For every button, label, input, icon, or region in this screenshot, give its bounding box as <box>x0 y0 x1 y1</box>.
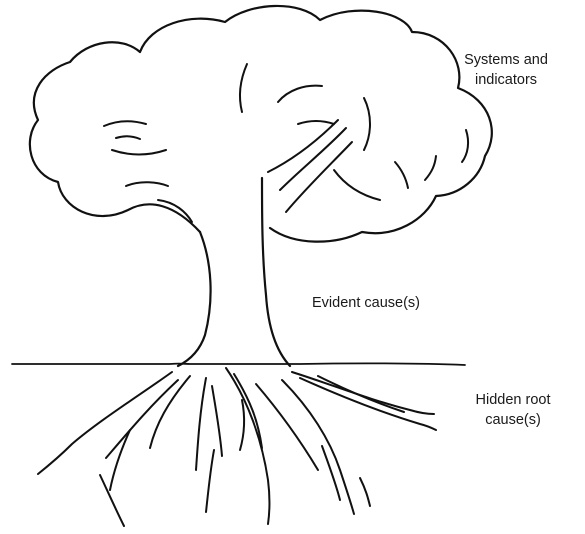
root-16 <box>300 378 436 430</box>
root-17 <box>318 376 404 412</box>
root-15 <box>292 372 434 414</box>
canopy-stroke-left-2 <box>116 136 140 139</box>
systems-and-indicators-label: Systems and indicators <box>445 50 567 90</box>
root-18 <box>240 400 244 450</box>
canopy-stroke-left-1 <box>104 121 146 126</box>
ground-line <box>12 363 465 365</box>
root-6 <box>196 378 206 470</box>
tree-canopy-outline <box>30 6 492 242</box>
root-13 <box>322 446 340 500</box>
trunk-branch-stroke-3 <box>286 142 352 212</box>
root-14 <box>360 478 370 506</box>
systems-label-line-2: indicators <box>445 70 567 90</box>
canopy-stroke-right-2 <box>298 121 334 124</box>
canopy-stroke-left-3 <box>112 150 166 155</box>
systems-label-line-1: Systems and <box>445 50 567 70</box>
canopy-stroke-center-1 <box>240 64 247 112</box>
evident-causes-label: Evident cause(s) <box>312 293 452 313</box>
hidden-label-line-1: Hidden root <box>454 390 572 410</box>
canopy-stroke-left-4 <box>126 182 168 186</box>
root-7 <box>212 386 222 456</box>
trunk-right-edge <box>262 178 290 366</box>
trunk-left-edge <box>178 232 211 366</box>
canopy-stroke-right-7 <box>462 130 468 162</box>
root-11 <box>256 384 318 470</box>
hidden-root-causes-label: Hidden root cause(s) <box>454 390 572 430</box>
canopy-stroke-right-3 <box>364 98 370 150</box>
canopy-stroke-right-4 <box>334 170 380 200</box>
canopy-stroke-right-1 <box>278 86 322 102</box>
hidden-label-line-2: cause(s) <box>454 410 572 430</box>
root-8 <box>206 450 214 512</box>
canopy-stroke-right-6 <box>395 162 408 188</box>
root-1 <box>38 372 172 474</box>
root-12 <box>282 380 354 514</box>
root-4 <box>110 430 130 490</box>
canopy-stroke-right-5 <box>425 156 436 180</box>
evident-label-text: Evident cause(s) <box>312 293 452 313</box>
